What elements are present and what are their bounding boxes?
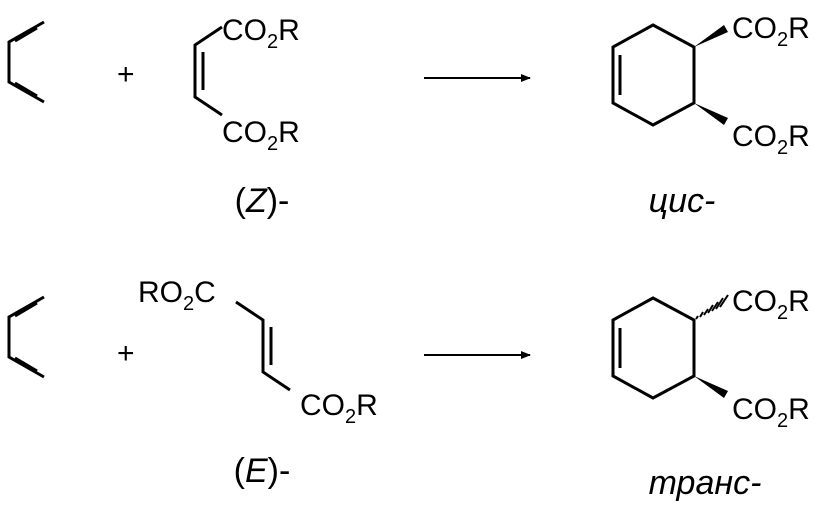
wedge-bond-bottom-2 <box>694 376 728 398</box>
reaction-2: + RO2C CO2R (E)- CO2R <box>7 276 810 502</box>
z-dienophile: CO2R CO2R <box>193 14 300 155</box>
ester-group-bottom-2: CO2R <box>300 389 378 428</box>
e-dienophile: RO2C CO2R <box>138 276 378 428</box>
reactant-label-z: (Z)- <box>235 182 290 220</box>
hashed-bond-top-2 <box>695 294 729 320</box>
product-ester-top-2: CO2R <box>732 285 810 324</box>
ester-group-top-1: CO2R <box>222 14 300 53</box>
plus-sign-2: + <box>117 337 135 370</box>
wedge-bond-top-1 <box>694 25 728 47</box>
product-label-trans: транс- <box>649 464 762 502</box>
reaction-1: + CO2R CO2R (Z)- CO2R CO2R цис- <box>7 12 810 220</box>
product-label-cis: цис- <box>649 182 716 220</box>
reactant-label-e: (E)- <box>234 452 291 490</box>
butadiene-2 <box>7 295 45 379</box>
cis-product: CO2R CO2R <box>611 12 810 159</box>
ester-group-bottom-1: CO2R <box>222 116 300 155</box>
ester-group-top-2: RO2C <box>138 276 216 315</box>
plus-sign-1: + <box>117 58 135 91</box>
product-ester-top-1: CO2R <box>732 12 810 51</box>
butadiene-1 <box>7 20 45 104</box>
wedge-bond-bottom-1 <box>694 103 728 125</box>
product-ester-bottom-2: CO2R <box>732 393 810 432</box>
trans-product: CO2R CO2R <box>611 285 810 432</box>
product-ester-bottom-1: CO2R <box>732 120 810 159</box>
